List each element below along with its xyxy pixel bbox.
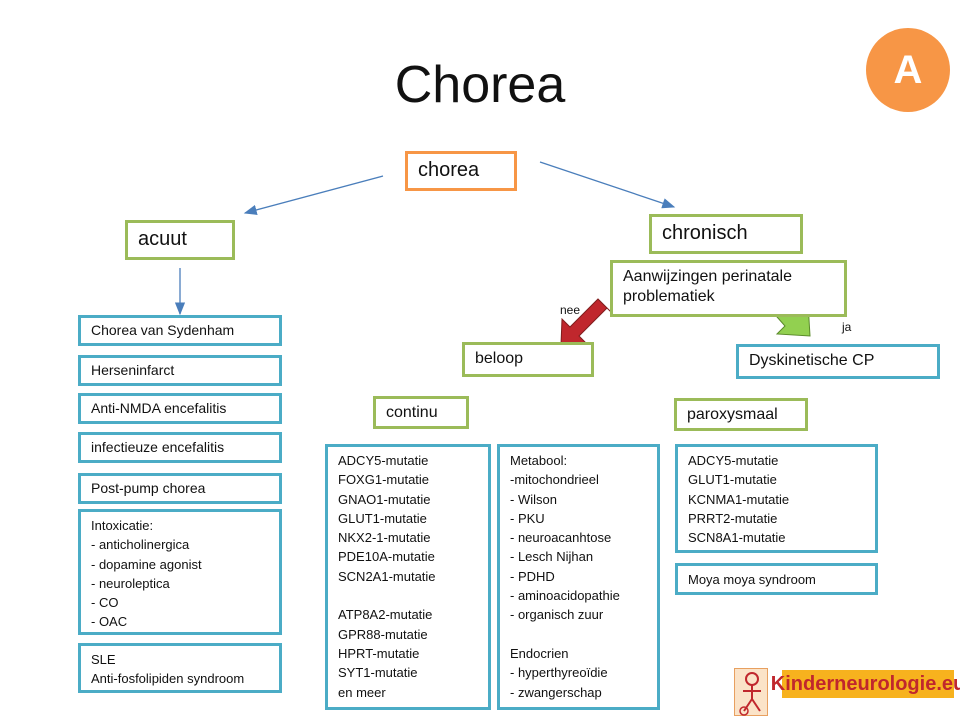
- acute-cause-sle: SLE Anti-fosfolipiden syndroom: [78, 643, 282, 693]
- acute-cause: Herseninfarct: [78, 355, 282, 386]
- arrow-root-to-chronisch: [539, 161, 676, 209]
- node-chorea: chorea: [405, 151, 517, 191]
- node-paroxysmaal: paroxysmaal: [674, 398, 808, 431]
- continu-genetic-list: ADCY5-mutatie FOXG1-mutatie GNAO1-mutati…: [325, 444, 491, 710]
- node-acuut: acuut: [125, 220, 235, 260]
- node-chronisch: chronisch: [649, 214, 803, 254]
- acute-cause: Post-pump chorea: [78, 473, 282, 504]
- continu-metabolic-list: Metabool: -mitochondrieel - Wilson - PKU…: [497, 444, 660, 710]
- acute-cause: Anti-NMDA encefalitis: [78, 393, 282, 424]
- paroxysmal-genetic-list: ADCY5-mutatie GLUT1-mutatie KCNMA1-mutat…: [675, 444, 878, 553]
- node-perinatal: Aanwijzingen perinatale problematiek: [610, 260, 847, 317]
- node-beloop: beloop: [462, 342, 594, 377]
- node-dyskinetische-cp: Dyskinetische CP: [736, 344, 940, 379]
- label-nee: nee: [560, 303, 581, 317]
- arrow-root-to-acuut: [243, 175, 384, 215]
- acute-cause-intoxicatie: Intoxicatie: - anticholinergica - dopami…: [78, 509, 282, 635]
- kinderneurologie-logo[interactable]: Kinderneurologie.eu: [771, 670, 960, 698]
- node-continu: continu: [373, 396, 469, 429]
- page-title: Chorea: [394, 56, 566, 114]
- moya-moya-box: Moya moya syndroom: [675, 563, 878, 595]
- section-badge: A: [866, 28, 950, 112]
- acute-cause: infectieuze encefalitis: [78, 432, 282, 463]
- logo-figure-icon: [734, 668, 768, 716]
- acute-cause: Chorea van Sydenham: [78, 315, 282, 346]
- label-ja: ja: [842, 320, 852, 334]
